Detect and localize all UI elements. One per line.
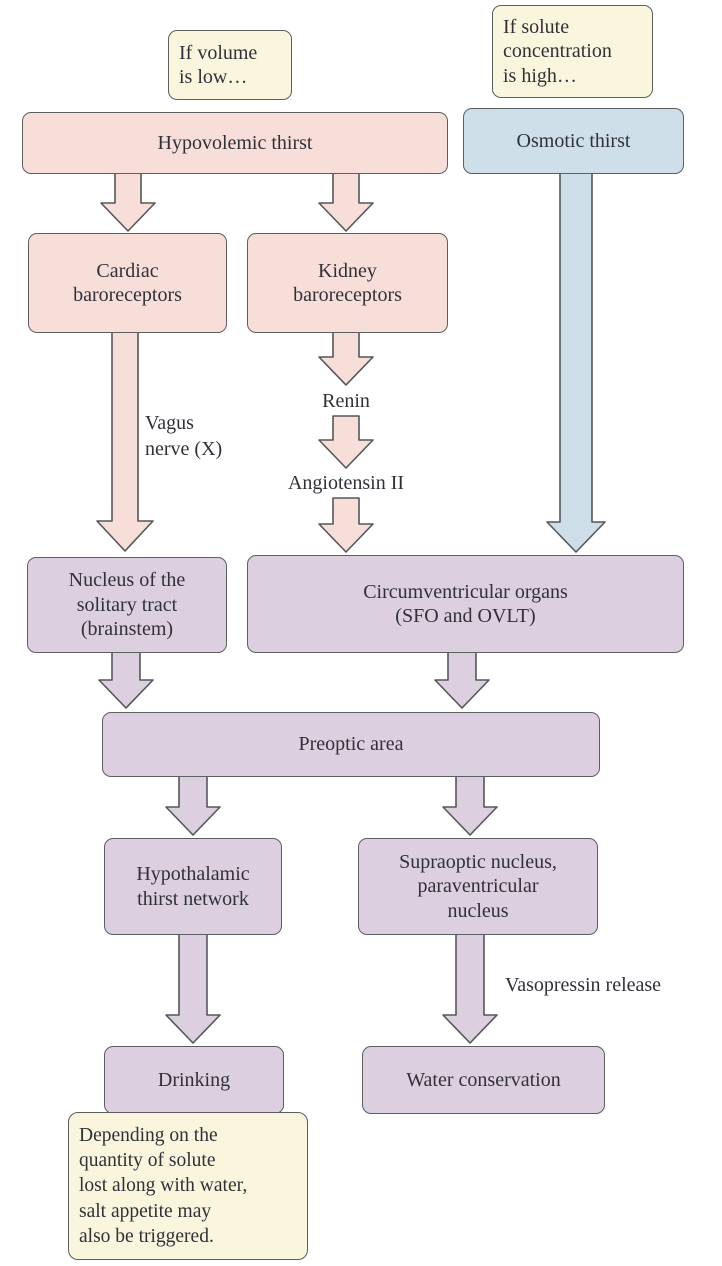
node-drinking: Drinking [104,1046,284,1114]
arrow-hypovolemic-to-cardiac [100,167,156,232]
node-nucleus-solitary-tract: Nucleus of the solitary tract (brainstem… [27,557,227,653]
condition-note-volume-low: If volume is low… [168,30,292,100]
arrow-hypovolemic-to-kidney [318,167,374,232]
node-cardiac-baroreceptors: Cardiac baroreceptors [28,233,227,333]
arrow-cvo-to-preoptic [434,645,490,709]
arrow-renin-to-angiotensin [318,415,374,469]
arrow-angiotensin-to-cvo [318,497,374,553]
node-kidney-baroreceptors: Kidney baroreceptors [247,233,448,333]
arrow-supraoptic-to-water [442,927,498,1044]
arrow-vagus-nerve [96,327,154,552]
label-vagus-nerve: Vagus nerve (X) [145,412,223,461]
label-renin: Renin [322,390,370,412]
node-hypothalamic-thirst-network: Hypothalamic thirst network [104,838,282,935]
node-water-conservation: Water conservation [362,1046,605,1114]
label-vasopressin-release: Vasopressin release [505,974,662,996]
label-angiotensin-ii: Angiotensin II [287,472,405,494]
arrow-preoptic-to-hypothalamic [165,769,221,836]
node-supraoptic-paraventricular: Supraoptic nucleus, paraventricular nucl… [358,838,598,935]
node-preoptic-area: Preoptic area [102,712,600,777]
arrow-preoptic-to-supraoptic [442,769,498,836]
arrow-hypothalamic-to-drinking [165,927,221,1044]
arrow-kidney-to-renin [318,327,374,386]
node-osmotic-thirst: Osmotic thirst [463,108,684,174]
arrow-nst-to-preoptic [98,645,154,709]
node-hypovolemic-thirst: Hypovolemic thirst [22,112,448,174]
note-salt-appetite: Depending on the quantity of solute lost… [68,1112,308,1260]
node-circumventricular-organs: Circumventricular organs (SFO and OVLT) [247,555,684,653]
condition-note-solute-high: If solute concentration is high… [492,5,653,98]
arrow-osmotic-to-cvo [546,167,606,553]
